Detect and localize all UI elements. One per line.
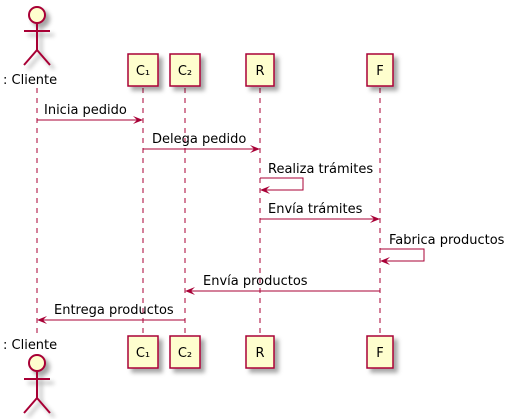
actor-icon [23,354,51,414]
actor-cliente-bottom: : Cliente [3,338,57,414]
message-entrega-productos [37,316,185,324]
arrowhead-icon [37,316,47,324]
participant-f-bottom: F [366,335,394,369]
message-envia-productos [185,287,380,295]
actor-cliente-top: : Cliente [3,6,57,88]
message-label: Fabrica productos [389,233,505,248]
arrowhead-icon [380,257,390,265]
participant-c1-bottom: C₁ [127,335,159,369]
participant-c2-bottom: C₂ [169,335,201,369]
arrowhead-icon [260,186,270,194]
participant-label: C₁ [136,346,150,361]
message-envia-tramites [260,215,380,223]
arrowhead-icon [250,145,260,153]
participant-label: F [376,346,383,361]
message-realiza-tramites [260,177,304,194]
participant-r-bottom: R [245,335,275,369]
actor-icon [23,6,51,66]
message-label: Inicia pedido [44,103,127,118]
participant-label: C₁ [136,64,150,79]
participant-label: R [255,64,264,79]
arrowhead-icon [133,116,143,124]
arrowhead-icon [370,215,380,223]
message-fabrica-productos [380,248,425,265]
actor-label: : Cliente [3,338,57,353]
messages [37,116,425,324]
message-labels: Inicia pedido Delega pedido Realiza trám… [44,103,505,318]
participant-c2-top: C₂ [169,53,201,87]
message-label: Delega pedido [152,132,246,147]
message-delega-pedido [143,145,260,153]
participant-label: C₂ [178,346,192,361]
participant-r-top: R [245,53,275,87]
participant-label: F [376,64,383,79]
actor-label: : Cliente [3,73,57,88]
participant-label: C₂ [178,64,192,79]
message-label: Entrega productos [54,303,174,318]
participant-c1-top: C₁ [127,53,159,87]
participant-label: R [255,346,264,361]
message-label: Envía productos [203,274,308,289]
lifelines [36,88,381,335]
message-label: Realiza trámites [268,162,373,177]
message-inicia-pedido [37,116,143,124]
participant-f-top: F [366,53,394,87]
message-label: Envía trámites [268,202,363,217]
arrowhead-icon [185,287,195,295]
